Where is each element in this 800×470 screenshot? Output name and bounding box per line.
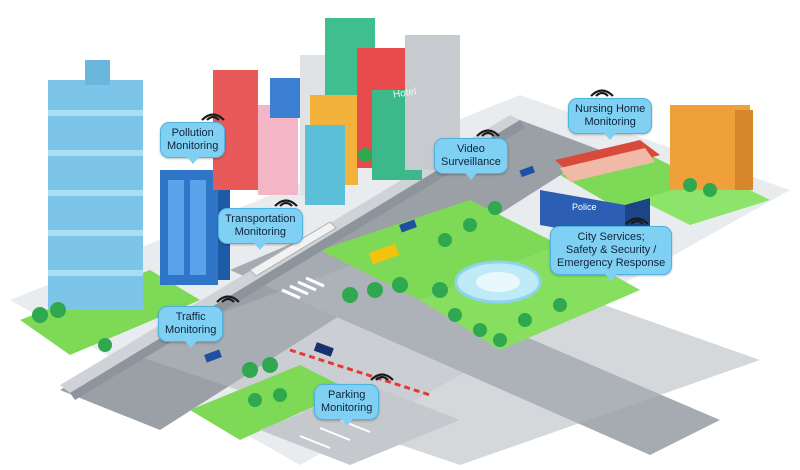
wifi-icon [370,373,394,381]
callout-line: Transportation [225,213,296,225]
grass-center [320,200,560,300]
transportation-monitoring-callout: Transportation Monitoring [218,208,303,250]
school-bus [368,243,400,265]
video-surveillance-callout: Video Surveillance [434,138,508,180]
parking-monitoring-callout: Parking Monitoring [314,384,380,426]
building-blue-small [270,78,300,118]
callout-line: Traffic [175,311,206,323]
crosswalk [281,276,325,300]
car-2 [204,349,222,363]
city-services-callout: City Services; Safety & Security / Emerg… [550,226,673,281]
wifi-icon [201,113,225,121]
car-3 [313,342,334,357]
callout-line: Pollution [171,127,214,139]
callout-line: Monitoring [234,226,286,238]
car-1 [399,219,417,233]
callout-line: Surveillance [441,156,501,168]
nursing-home-houses [555,140,660,182]
callout-line: City Services; [577,231,645,243]
callout-line: Emergency Response [557,257,666,269]
wifi-icon [590,89,614,97]
police-sign: Police [572,202,597,212]
car-4 [519,165,535,178]
wifi-icon [476,129,500,137]
building-teal-2 [305,125,345,205]
trees [32,148,717,407]
orange-building-right [670,105,753,190]
callout-line: Safety & Security / [565,244,657,256]
traffic-monitoring-callout: Traffic Monitoring [158,306,224,348]
building-pink [258,105,298,195]
glass-building [160,170,230,285]
wifi-icon [274,199,298,207]
road-lower [120,240,760,465]
callout-line: Monitoring [167,140,219,152]
wifi-icon [625,217,649,225]
callout-line: Video [456,143,485,155]
callout-line: Monitoring [321,402,373,414]
grass-left [20,270,200,355]
callout-line: Parking [328,389,366,401]
wifi-icon [216,295,240,303]
nursing-home-monitoring-callout: Nursing Home Monitoring [568,98,653,140]
grass-lower-left [190,365,350,440]
roundabout-inner [476,272,520,292]
parking-barrier [289,348,431,397]
callout-line: Monitoring [165,324,217,336]
blue-tower [48,60,143,310]
train [249,221,337,277]
callout-line: Nursing Home [575,103,646,115]
callout-line: Monitoring [584,116,636,128]
pollution-monitoring-callout: Pollution Monitoring [160,122,226,164]
